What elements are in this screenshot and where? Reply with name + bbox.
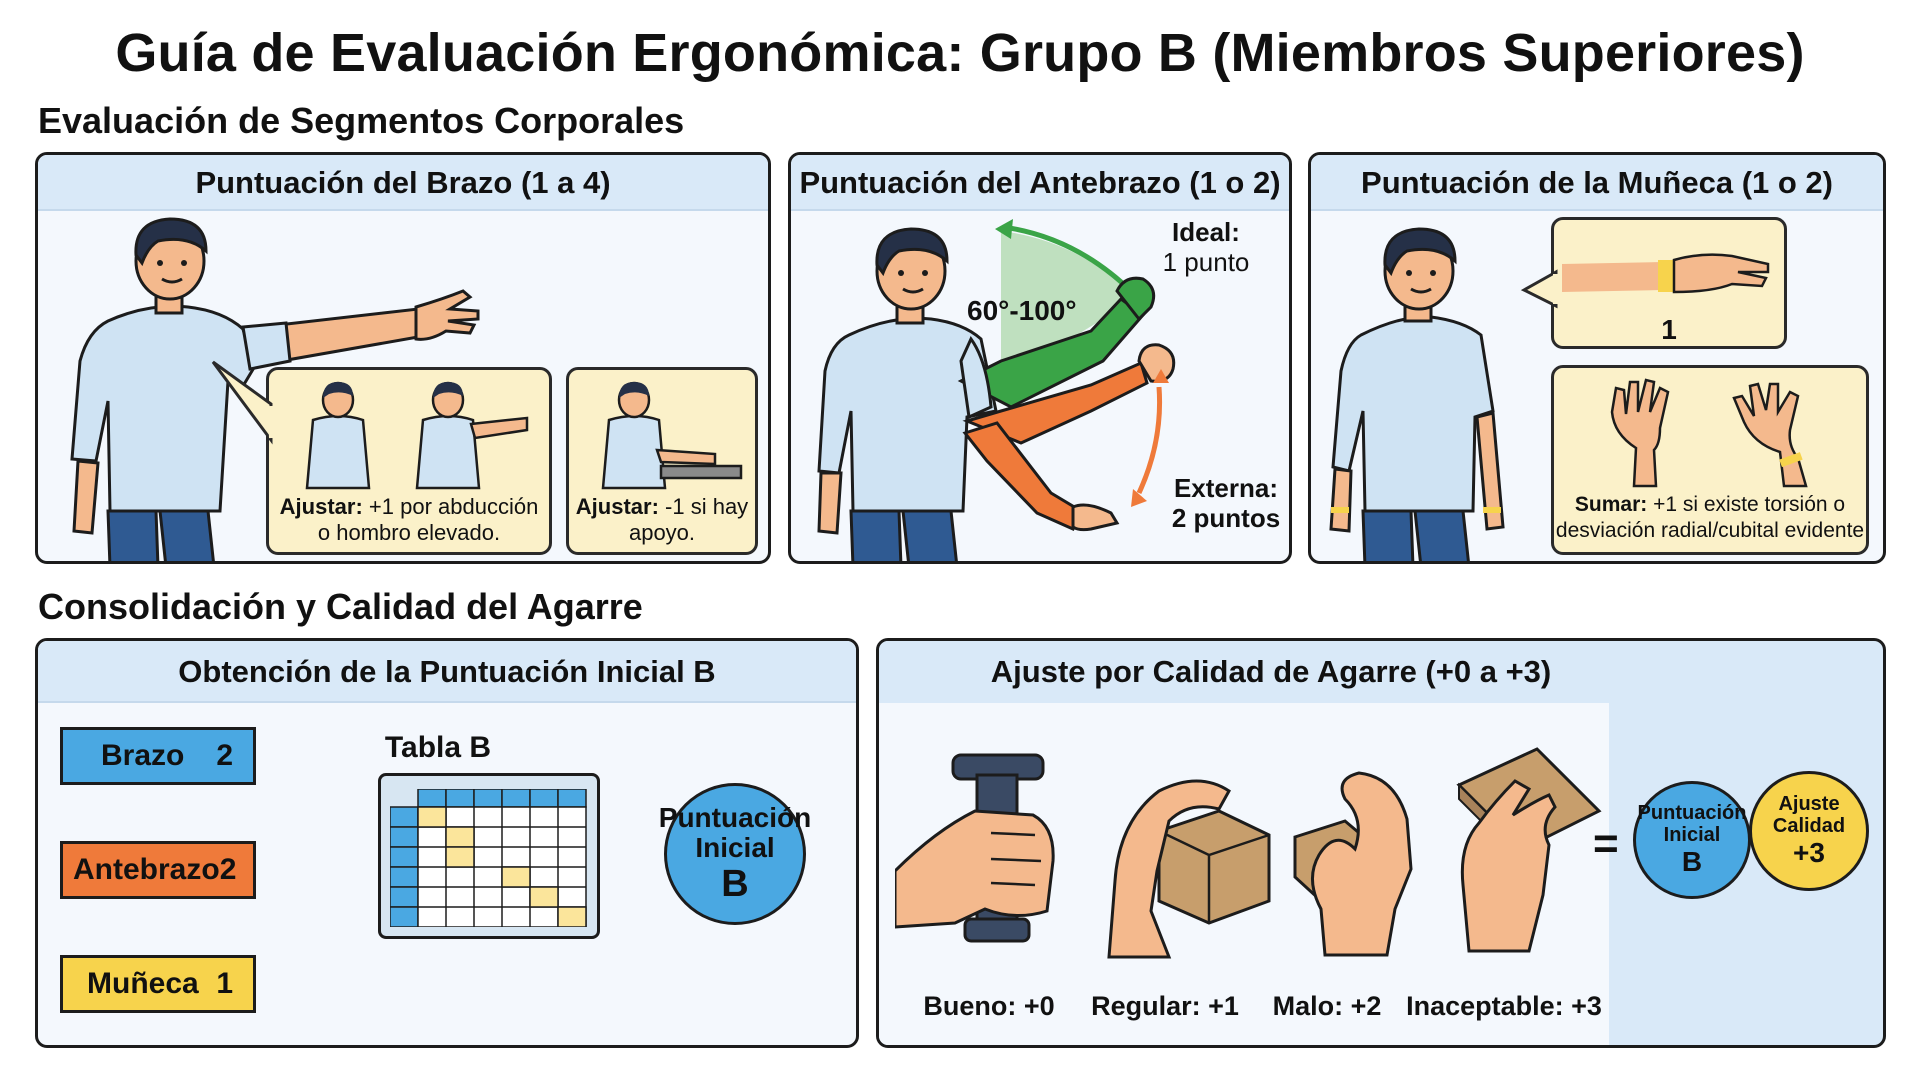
person-arm-extended-illustration	[70, 217, 480, 561]
wrist-deviation-callout: Sumar: +1 si existe torsión o desviación…	[1551, 365, 1869, 555]
arm-adjust-text-abduction: Ajustar: +1 por abducción o hombro eleva…	[279, 494, 539, 545]
grip-label-regular: Regular: +1	[1091, 991, 1239, 1021]
callout-pointer	[1520, 269, 1559, 309]
wrist-deviation-hands-illustration	[1610, 378, 1808, 488]
wrist-neutral-score: 1	[1661, 314, 1677, 345]
score-row-forearm-value: 2	[219, 853, 237, 886]
wrist-panel: Puntuación de la Muñeca (1 o 2) 1	[1308, 152, 1886, 564]
initial-score-panel-header: Obtención de la Puntuación Inicial B	[38, 641, 856, 703]
section-title-consolidation: Consolidación y Calidad del Agarre	[38, 586, 643, 627]
grip-adjustment-circle: Ajuste Calidad +3	[1749, 771, 1869, 891]
result-initial-score-circle: Puntuación Inicial B	[1633, 781, 1751, 899]
score-row-forearm: Antebrazo 2	[60, 841, 256, 899]
equals-sign: =	[1593, 819, 1619, 868]
wrist-deviation-text: Sumar: +1 si existe torsión o desviación…	[1555, 493, 1865, 542]
section-title-segments: Evaluación de Segmentos Corporales	[38, 100, 685, 141]
grip-quality-panel: Ajuste por Calidad de Agarre (+0 a +3) B…	[876, 638, 1886, 1048]
score-row-arm-value: 2	[216, 739, 233, 772]
grip-quality-panel-header: Ajuste por Calidad de Agarre (+0 a +3)	[879, 641, 1663, 703]
mini-figure-arm-support-illustration	[601, 381, 743, 490]
arm-panel: Puntuación del Brazo (1 a 4)	[35, 152, 771, 564]
forearm-panel-header: Puntuación del Antebrazo (1 o 2)	[791, 155, 1289, 211]
forearm-angle-illustration	[817, 219, 1176, 561]
arm-adjust-callout-support: Ajustar: -1 si hay apoyo.	[566, 367, 758, 555]
arm-adjust-text-support: Ajustar: -1 si hay apoyo.	[575, 494, 749, 545]
score-row-wrist-value: 1	[216, 967, 233, 1000]
wrist-neutral-callout: 1	[1520, 217, 1787, 349]
person-standing-illustration	[1329, 227, 1505, 561]
table-b-label: Tabla B	[384, 731, 492, 764]
grip-label-good: Bueno: +0	[923, 991, 1055, 1021]
page-title: Guía de Evaluación Ergonómica: Grupo B (…	[115, 23, 1805, 83]
score-row-wrist-label: Muñeca	[87, 967, 199, 1000]
callout-pointer	[211, 360, 275, 445]
grip-label-poor: Malo: +2	[1272, 991, 1382, 1021]
initial-score-panel: Obtención de la Puntuación Inicial B Bra…	[35, 638, 859, 1048]
forearm-ideal-label: Ideal: 1 punto	[1162, 217, 1250, 277]
regular-grip-icon	[1107, 779, 1271, 959]
forearm-angle-label: 60°-100°	[967, 295, 1077, 326]
score-row-wrist: Muñeca 1	[60, 955, 256, 1013]
score-row-forearm-label: Antebrazo	[73, 853, 220, 886]
good-grip-icon	[895, 753, 1055, 943]
forearm-external-label: Externa: 2 puntos	[1171, 473, 1281, 533]
wrist-panel-header: Puntuación de la Muñeca (1 o 2)	[1311, 155, 1883, 211]
arm-panel-header: Puntuación del Brazo (1 a 4)	[38, 155, 768, 211]
unacceptable-grip-icon	[1456, 747, 1602, 953]
initial-score-circle: Puntuación Inicial B	[659, 783, 811, 925]
poor-grip-icon	[1293, 771, 1413, 957]
wrist-neutral-hand-illustration	[1562, 253, 1770, 294]
table-b-grid	[390, 789, 587, 927]
score-row-arm-label: Brazo	[101, 739, 185, 772]
arm-adjust-callout-abduction: Ajustar: +1 por abducción o hombro eleva…	[211, 360, 552, 555]
score-row-arm: Brazo 2	[60, 727, 256, 785]
forearm-panel: Puntuación del Antebrazo (1 o 2)	[788, 152, 1292, 564]
grip-label-unacceptable: Inaceptable: +3	[1406, 991, 1602, 1021]
mini-figures-abduction-illustration	[305, 381, 529, 490]
